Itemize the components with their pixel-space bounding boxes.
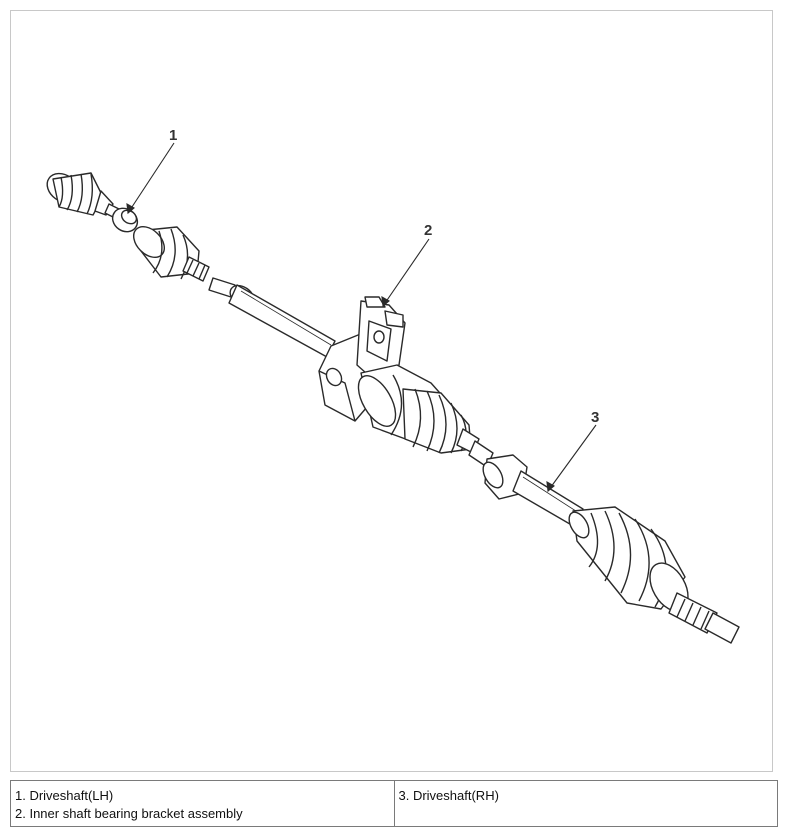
callout-2-number: 2 <box>424 222 432 239</box>
legend-row: 1. Driveshaft(LH) 2. Inner shaft bearing… <box>10 780 778 827</box>
callout-2-arrowhead <box>381 295 390 308</box>
intermediate-shaft <box>208 277 336 358</box>
driveshaft-exploded-diagram: 1 2 3 <box>46 127 740 644</box>
lh-inner-cv-boot <box>133 226 200 280</box>
callout-2-leader <box>382 238 430 307</box>
rh-driveshaft <box>468 440 740 644</box>
legend-table: 1. Driveshaft(LH) 2. Inner shaft bearing… <box>10 780 778 827</box>
legend-item-2: 2. Inner shaft bearing bracket assembly <box>15 806 243 821</box>
callout-3-leader <box>547 424 597 492</box>
callout-1-leader <box>127 142 175 214</box>
lh-driveshaft <box>46 172 210 282</box>
callout-3-arrowhead <box>546 480 555 493</box>
legend-right-cell: 3. Driveshaft(RH) <box>393 780 778 827</box>
rh-spline-stub <box>668 592 718 634</box>
legend-item-3: 3. Driveshaft(RH) <box>398 788 499 803</box>
figure-frame: 1 2 3 <box>10 10 773 772</box>
callout-1-number: 1 <box>169 127 177 144</box>
callout-1-arrowhead <box>126 202 135 215</box>
lh-outer-cv-boot <box>46 172 114 216</box>
callout-3-number: 3 <box>591 409 599 426</box>
rh-inner-cv-boot <box>402 388 480 454</box>
legend-item-1: 1. Driveshaft(LH) <box>15 788 114 803</box>
legend-left-cell: 1. Driveshaft(LH) 2. Inner shaft bearing… <box>10 780 395 827</box>
